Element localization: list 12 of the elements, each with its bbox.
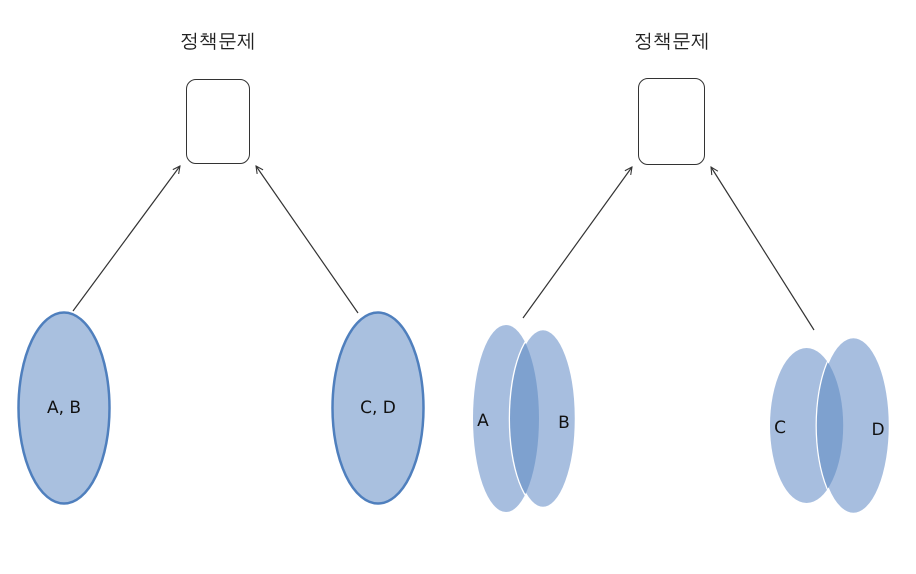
ellipse-label: A, B <box>46 398 82 418</box>
arrow <box>72 165 181 312</box>
disc-label: B <box>558 412 570 432</box>
disc-label: D <box>871 420 885 440</box>
arrow <box>255 165 358 314</box>
disc-label: A <box>477 410 489 430</box>
disc-label: C <box>774 418 786 438</box>
box-heading: 정책문제 <box>179 29 257 54</box>
box-heading: 정책문제 <box>633 29 711 54</box>
arrow <box>522 166 633 318</box>
ellipse-label: C, D <box>360 398 396 418</box>
arrow <box>710 166 814 330</box>
